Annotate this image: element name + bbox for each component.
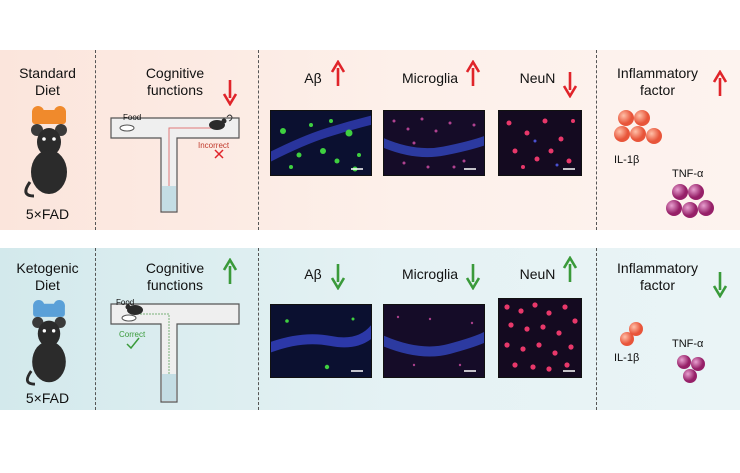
cytokine-label: IL-1β <box>614 154 640 166</box>
inflammatory-label: Inflammatory factor <box>617 65 698 98</box>
divider <box>596 50 597 230</box>
neun-micrograph <box>498 298 582 378</box>
model-label: 5×FAD <box>25 390 70 406</box>
marker-label: Aβ <box>304 70 322 86</box>
marker-label: Aβ <box>304 266 322 282</box>
divider <box>258 50 259 230</box>
mouse-icon <box>25 300 66 386</box>
ketogenic-diet-row: Ketogenic Diet 5×FAD Cognitive functions… <box>0 248 740 410</box>
abeta-micrograph <box>270 110 372 176</box>
divider <box>596 248 597 410</box>
inflammatory-label: Inflammatory factor <box>617 260 698 293</box>
model-label: 5×FAD <box>25 206 70 222</box>
tnfa-molecule-icon <box>677 355 705 383</box>
tnfa-molecule-icon <box>666 184 714 218</box>
marker-label: Microglia <box>401 70 458 86</box>
neun-micrograph <box>498 110 582 176</box>
marker-label: Microglia <box>401 266 458 282</box>
maze-result-label: Correct <box>119 330 146 339</box>
cytokine-label: TNF-α <box>672 338 704 350</box>
divider <box>258 248 259 410</box>
arrow-down-icon <box>465 264 481 290</box>
divider <box>95 248 96 410</box>
arrow-up-icon <box>712 70 728 96</box>
cognitive-label: Cognitive functions <box>145 260 205 293</box>
marker-label: NeuN <box>519 70 556 86</box>
cytokine-label: TNF-α <box>672 168 704 180</box>
diet-label: Standard Diet <box>19 65 76 98</box>
arrow-up-icon <box>465 60 481 86</box>
il1b-molecule-icon <box>614 110 662 144</box>
t-maze-icon <box>110 303 240 403</box>
arrow-up-icon <box>562 256 578 282</box>
cognitive-label: Cognitive functions <box>145 65 205 98</box>
arrow-down-icon <box>712 272 728 298</box>
food-label: Food <box>116 298 135 307</box>
cytokine-label: IL-1β <box>614 352 640 364</box>
marker-label: NeuN <box>519 266 556 282</box>
abeta-micrograph <box>270 304 372 378</box>
microglia-micrograph <box>383 304 485 378</box>
food-label: Food <box>123 113 142 122</box>
maze-result-label: Incorrect <box>198 141 230 150</box>
arrow-down-icon <box>222 80 238 106</box>
arrow-down-icon <box>562 72 578 98</box>
arrow-up-icon <box>222 258 238 284</box>
diet-label: Ketogenic Diet <box>16 260 79 293</box>
microglia-micrograph <box>383 110 485 176</box>
divider <box>95 50 96 230</box>
arrow-up-icon <box>330 60 346 86</box>
il1b-molecule-icon <box>620 322 643 346</box>
mouse-icon <box>24 106 67 198</box>
standard-diet-row: Standard Diet 5×FAD Cognitive functions … <box>0 50 740 230</box>
t-maze-icon <box>110 114 240 213</box>
arrow-down-icon <box>330 264 346 290</box>
